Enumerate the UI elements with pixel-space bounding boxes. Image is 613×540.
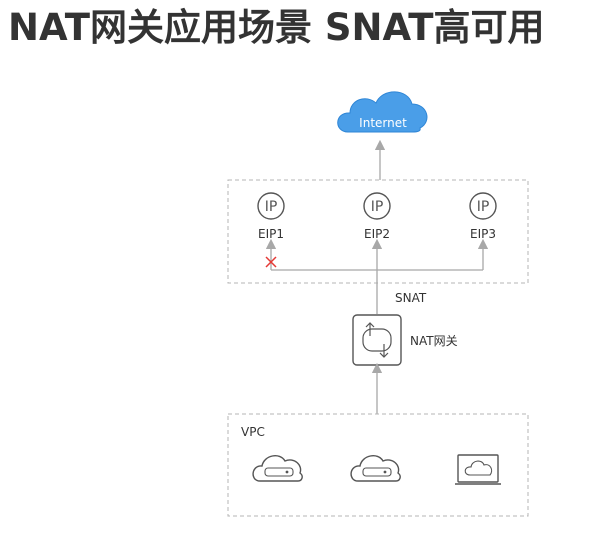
eip-label-3: EIP3 [470,227,496,241]
internet-label: Internet [359,116,407,130]
eip-node-3: IP EIP3 [469,192,497,241]
cloud-desktop-icon [455,454,501,485]
cloud-server-icon [350,455,401,482]
eip-ip-icon-text: IP [265,199,278,215]
eip-node-2: IP EIP2 [363,192,391,241]
eip-ip-icon-text: IP [371,199,384,215]
vpc-label: VPC [241,425,265,439]
eip-label-1: EIP1 [258,227,284,241]
failure-x-icon [265,256,277,268]
internet-cloud-icon: Internet [337,91,428,133]
vpc-box [227,413,529,517]
nat-gateway-icon [352,314,402,366]
eip-group-box [227,179,529,284]
nat-gateway-label: NAT网关 [410,334,458,348]
eip-node-1: IP EIP1 [257,192,285,241]
eip-ip-icon-text: IP [477,199,490,215]
eip-ip-icon [469,192,497,220]
eip-ip-icon [257,192,285,220]
eip-label-2: EIP2 [364,227,390,241]
eip-ip-icon [363,192,391,220]
snat-label: SNAT [395,291,427,305]
page-title: NAT网关应用场景 SNAT高可用 [8,6,545,49]
cloud-server-icon [252,455,303,482]
